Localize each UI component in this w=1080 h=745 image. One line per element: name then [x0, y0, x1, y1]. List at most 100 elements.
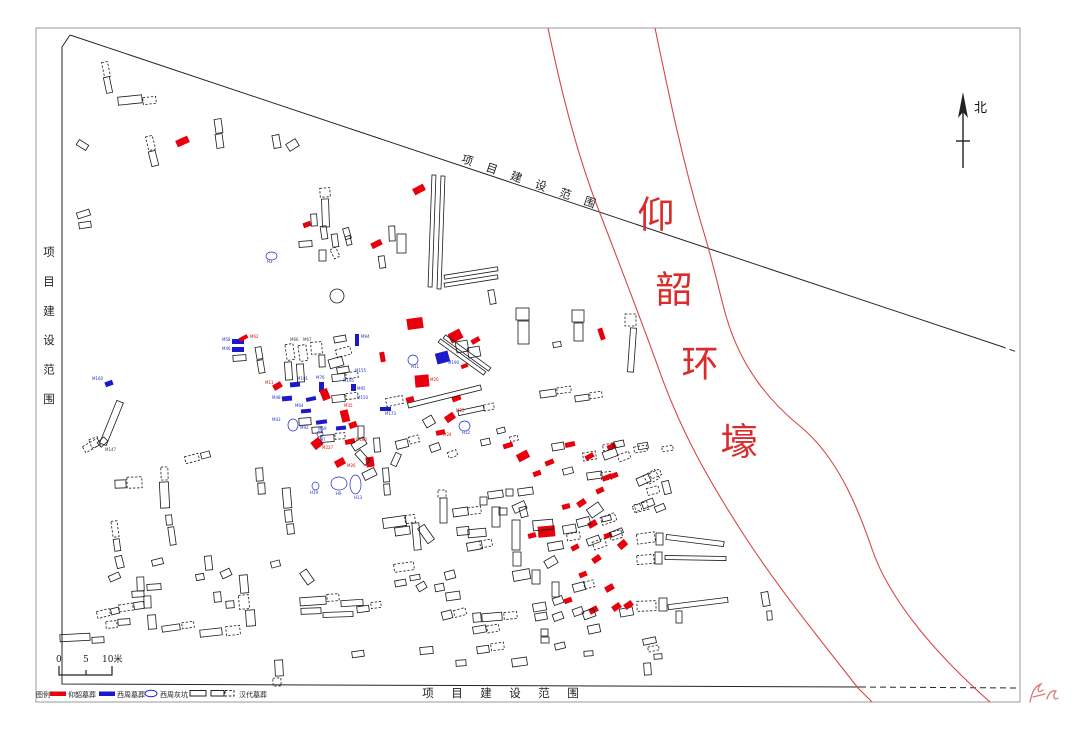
tomb — [627, 327, 637, 373]
tomb — [502, 441, 514, 450]
tomb — [653, 502, 667, 514]
tomb — [658, 597, 668, 612]
tomb — [563, 596, 573, 605]
tomb — [142, 95, 157, 106]
tomb — [310, 341, 323, 355]
tomb — [114, 554, 125, 570]
tomb — [286, 523, 295, 535]
tomb — [269, 559, 282, 569]
tomb — [380, 407, 391, 411]
moat-layer — [547, 27, 991, 703]
tomb — [300, 607, 322, 615]
tomb — [232, 339, 244, 344]
tomb — [175, 135, 190, 148]
signature-mark — [1029, 682, 1059, 703]
tomb — [59, 632, 91, 643]
tomb — [199, 627, 223, 638]
tomb — [608, 529, 624, 541]
tomb-label: H12 — [462, 430, 471, 435]
ash-pit — [458, 420, 471, 432]
tomb-label: M101 — [297, 376, 309, 381]
tomb — [370, 600, 382, 610]
tomb — [344, 438, 356, 445]
tomb — [440, 609, 454, 621]
north-arrow-head-icon — [958, 92, 968, 118]
boundary-label-top: 项目建设范围 — [460, 152, 598, 211]
tomb-label: M160 — [92, 376, 104, 381]
tomb — [285, 138, 300, 152]
tomb — [289, 381, 301, 388]
tomb — [143, 595, 152, 609]
tomb — [351, 649, 365, 659]
tomb — [144, 134, 157, 152]
tomb-label: M92 — [300, 425, 309, 430]
tomb — [442, 334, 492, 372]
site-boundary-line — [69, 34, 1001, 347]
tomb — [299, 568, 315, 586]
tomb — [393, 561, 415, 573]
site-boundary-layer — [61, 34, 1018, 689]
tomb — [318, 249, 327, 262]
tomb — [490, 641, 505, 652]
tomb — [766, 610, 773, 621]
tomb — [575, 515, 592, 529]
boundary-label-char: 项 — [43, 245, 55, 259]
tomb-label: M48 — [272, 395, 281, 400]
tomb-label: M227 — [322, 445, 334, 450]
legend-swatch-yangshao-tomb — [50, 691, 66, 696]
tomb — [136, 576, 145, 592]
tomb — [664, 555, 727, 561]
tomb — [379, 351, 386, 363]
tomb — [443, 569, 457, 581]
tomb — [334, 345, 353, 359]
tomb — [633, 500, 650, 514]
tomb — [539, 388, 557, 399]
moat-line — [547, 27, 873, 703]
boundary-label-char: 围 — [567, 686, 579, 700]
tomb — [225, 600, 235, 609]
ash-pit — [316, 430, 324, 438]
tomb-label: M155 — [355, 368, 367, 373]
tomb-label: M180 — [356, 437, 368, 442]
site-boundary-line — [859, 686, 1017, 689]
tomb — [551, 594, 565, 607]
tomb — [310, 436, 324, 451]
tomb — [436, 175, 446, 290]
tomb — [576, 497, 587, 509]
tomb — [642, 468, 661, 486]
tomb — [299, 595, 327, 607]
tomb — [537, 525, 556, 538]
tomb — [335, 425, 347, 431]
tomb — [480, 437, 491, 447]
tomb — [648, 468, 663, 480]
tomb — [443, 411, 457, 424]
tomb — [451, 394, 462, 403]
tomb — [585, 534, 602, 547]
tomb — [552, 340, 562, 349]
tomb-label: H13 — [354, 495, 363, 500]
tomb-label: M76 — [316, 375, 325, 380]
tomb — [479, 538, 493, 549]
tomb — [245, 609, 256, 627]
tomb — [661, 479, 672, 496]
tomb-label: M43 — [272, 417, 281, 422]
tomb — [601, 447, 619, 461]
tomb — [365, 456, 375, 468]
tomb — [611, 601, 622, 613]
tomb — [158, 481, 171, 509]
tomb — [394, 578, 407, 588]
tomb — [117, 618, 131, 626]
boundary-label-char: 建 — [509, 169, 525, 186]
tomb — [340, 598, 364, 608]
tomb — [219, 567, 233, 580]
tomb — [298, 240, 313, 248]
boundary-label-char: 项 — [422, 686, 434, 700]
tomb-label: M11 — [265, 380, 274, 385]
tomb — [465, 540, 484, 552]
tomb — [315, 419, 328, 425]
tomb — [479, 496, 488, 506]
site-boundary-line — [61, 34, 861, 688]
legend-swatch-han-tomb-1 — [189, 690, 207, 697]
tomb — [105, 620, 118, 629]
boundary-label-char: 目 — [484, 160, 499, 177]
